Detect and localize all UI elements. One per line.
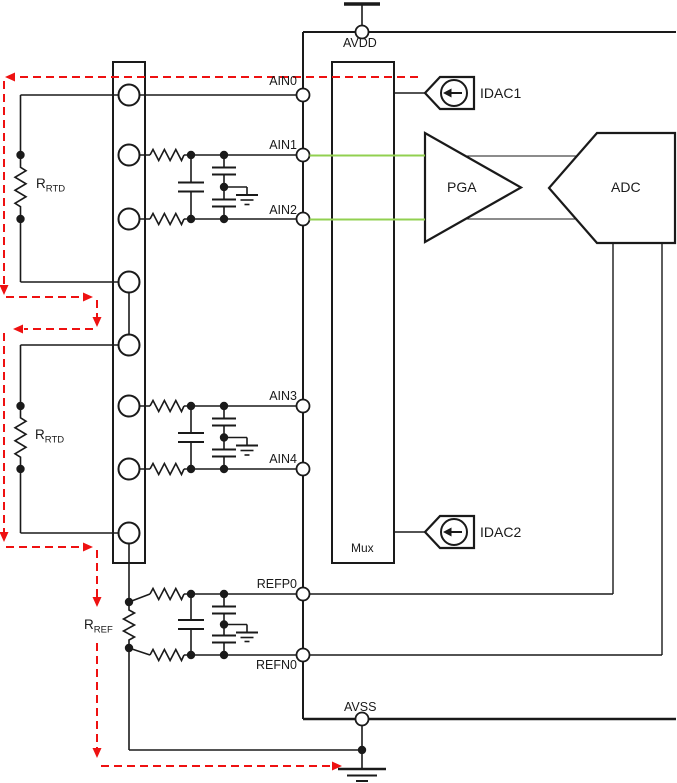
rc-filter-ain3-ain4	[178, 406, 258, 469]
pga-label: PGA	[447, 179, 477, 195]
ref-resistor	[121, 602, 137, 648]
reference-row-wires	[128, 533, 662, 751]
pin-label-refp0: REFP0	[256, 577, 297, 591]
selected-channel-lines	[309, 154, 425, 221]
rtd2-resistor-label-main: R	[35, 427, 45, 442]
idac2-symbol	[394, 514, 476, 550]
power-symbol-avdd	[344, 2, 380, 26]
rtd-resistor-1	[13, 155, 28, 219]
rtd-resistor-2	[13, 406, 28, 469]
rtd2-resistor-label: RRTD	[35, 427, 65, 446]
pga-adc-links	[450, 155, 590, 220]
adc-reference-lines	[612, 243, 663, 655]
adc-label: ADC	[611, 179, 641, 195]
junction-dots	[16, 150, 367, 755]
current-path-red	[0, 72, 418, 771]
ground-symbol	[338, 750, 386, 782]
pin-label-ain4: AIN4	[269, 452, 297, 466]
rtd2-resistor-label-sub: RTD	[44, 434, 65, 446]
pin-label-ain3: AIN3	[269, 389, 297, 403]
rail-label-avss: AVSS	[344, 700, 377, 714]
idac1-symbol	[394, 75, 476, 111]
ref-resistor-label-main: R	[84, 617, 94, 632]
rail-label-avdd: AVDD	[343, 36, 377, 50]
device-pin-circles	[295, 24, 370, 727]
rtd1-resistor-label-sub: RTD	[45, 183, 66, 195]
pga-triangle	[423, 131, 524, 244]
pin-label-refn0: REFN0	[256, 658, 297, 672]
pin-label-ain2: AIN2	[269, 203, 297, 217]
terminal-circles	[117, 83, 141, 545]
ref-resistor-label-sub: REF	[93, 624, 113, 636]
rc-filter-ref	[178, 594, 258, 655]
pin-label-ain1: AIN1	[269, 138, 297, 152]
idac2-label: IDAC2	[480, 524, 522, 540]
mux-label: Mux	[351, 541, 374, 555]
idac1-label: IDAC1	[480, 85, 522, 101]
ref-resistor-label: RREF	[84, 617, 113, 636]
adc-block	[547, 131, 677, 245]
rtd1-resistor-label-main: R	[36, 176, 46, 191]
pin-label-ain0: AIN0	[269, 74, 297, 88]
rc-filter-ain1-ain2	[178, 155, 258, 219]
mux-block	[331, 61, 395, 564]
rtd-lead-wires	[19, 94, 130, 534]
rtd1-resistor-label: RRTD	[36, 176, 66, 195]
